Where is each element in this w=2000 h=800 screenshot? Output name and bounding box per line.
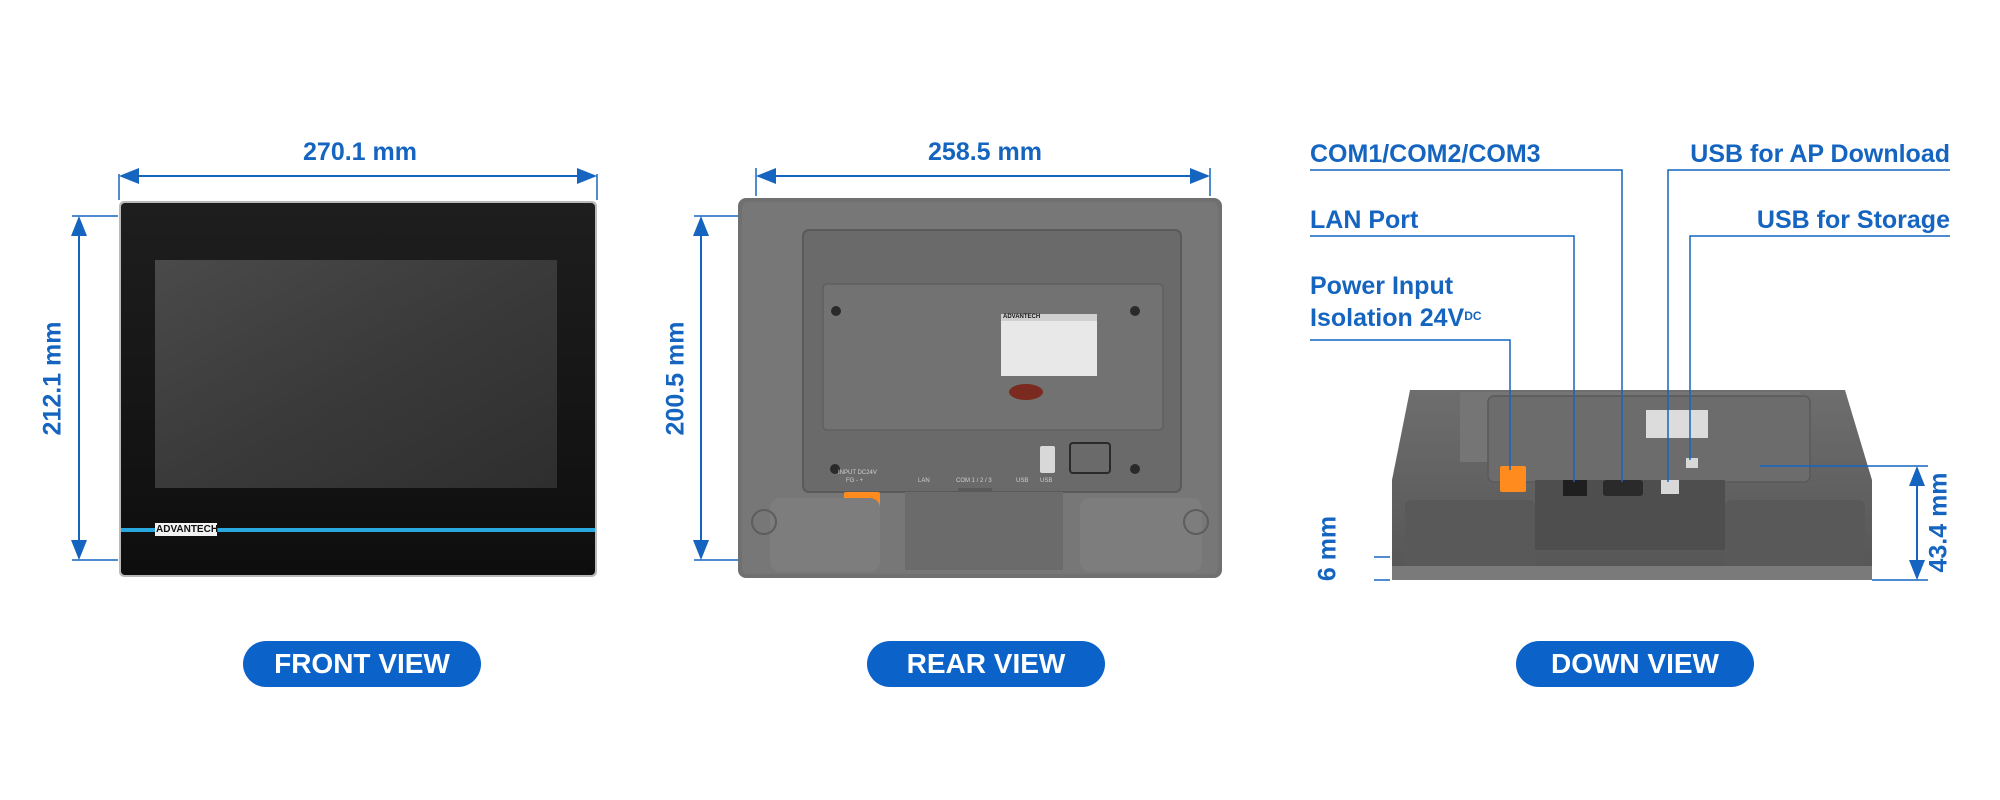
down-view-button[interactable]: DOWN VIEW [1516, 641, 1754, 687]
callout-power-line2: Isolation 24VDC [1310, 302, 1482, 334]
rear-brand-label: ADVANTECH [1003, 314, 1041, 320]
rear-port-label-fg: FG - + [846, 478, 864, 484]
callout-power-sup: DC [1464, 309, 1482, 323]
rear-port-label-usb: USB [1016, 478, 1029, 484]
down-height-label: 43.4 mm [1924, 472, 1953, 573]
front-view-device [119, 201, 597, 577]
rear-width-dimension [755, 168, 1211, 196]
down-bottom-label: 6 mm [1313, 515, 1342, 582]
rear-port-label-com: COM 1 / 2 / 3 [956, 478, 992, 484]
front-view-button[interactable]: FRONT VIEW [243, 641, 481, 687]
callout-lan-port: LAN Port [1310, 206, 1419, 234]
front-width-dimension [118, 168, 598, 200]
down-view-device [1392, 390, 1872, 580]
callout-power-input: Power Input Isolation 24VDC [1310, 270, 1482, 334]
rear-port-label-usb2: USB [1040, 478, 1053, 484]
front-height-dimension [71, 215, 118, 561]
rear-height-label: 200.5 mm [661, 321, 690, 436]
rear-view-button[interactable]: REAR VIEW [867, 641, 1105, 687]
down-callout-lines [1310, 169, 1950, 482]
front-width-label: 270.1 mm [303, 138, 417, 166]
rear-port-label-lan: LAN [918, 478, 930, 484]
callout-com-ports: COM1/COM2/COM3 [1310, 140, 1541, 168]
down-height-dimension [1760, 465, 1928, 581]
down-bottom-dimension [1374, 556, 1390, 581]
callout-power-line1: Power Input [1310, 272, 1454, 300]
callout-usb-ap-download: USB for AP Download [1690, 140, 1950, 168]
rear-height-dimension [693, 215, 738, 561]
front-brand-logo: ADVANTECH [156, 524, 219, 535]
rear-port-label-input: INPUT DC24V [838, 470, 877, 476]
rear-view-device [738, 198, 1222, 578]
front-height-label: 212.1 mm [38, 321, 67, 436]
rear-width-label: 258.5 mm [928, 138, 1042, 166]
callout-power-text: Isolation 24V [1310, 304, 1465, 332]
callout-usb-storage: USB for Storage [1756, 206, 1950, 234]
